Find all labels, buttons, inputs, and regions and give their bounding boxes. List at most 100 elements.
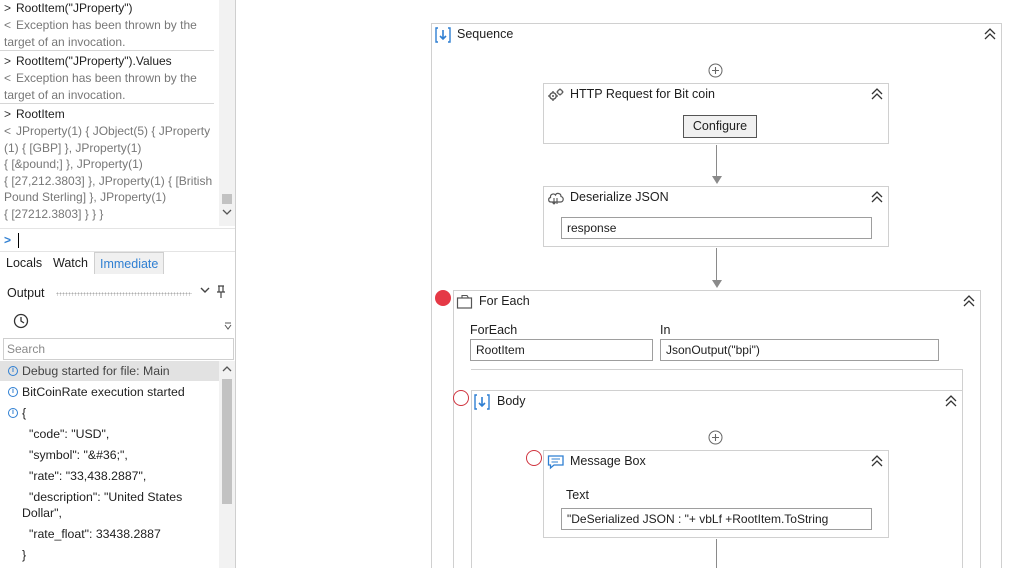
info-icon: i [8,408,18,418]
json-line: { [22,406,27,420]
scrollbar-thumb[interactable] [222,194,232,204]
for-each-icon [456,294,473,310]
collapse-icon[interactable] [871,87,883,101]
foreach-item-field[interactable]: RootItem [470,339,653,361]
collapse-icon[interactable] [945,394,957,408]
pin-icon[interactable] [216,285,226,302]
arrow-down-icon [712,280,722,288]
gears-icon [547,87,564,103]
activity-header[interactable]: Message Box [544,451,888,473]
scroll-down-icon[interactable] [219,208,235,218]
sequence-icon [435,27,451,43]
activity-title: HTTP Request for Bit coin [570,87,715,101]
activity-header[interactable]: Deserialize JSON [544,187,888,209]
activity-title: Body [497,394,526,408]
clock-icon[interactable] [13,313,29,329]
output-header: Output [0,282,235,304]
message-icon [547,454,564,470]
immediate-scrollbar[interactable] [219,0,235,226]
collapse-icon[interactable] [871,190,883,204]
result-line: target of an invocation. [4,87,126,102]
json-line: "description": "United States [29,490,183,504]
http-request-activity[interactable]: HTTP Request for Bit coin Configure [543,83,889,144]
expand-icon[interactable]: > [4,107,12,121]
message-text-field[interactable]: "DeSerialized JSON : "+ vbLf +RootItem.T… [561,508,872,530]
json-line: "symbol": "&#36;", [29,448,128,462]
json-icon [547,190,564,206]
drag-grip[interactable] [56,292,192,296]
result-line: JProperty(1) { JObject(5) { JProperty [16,124,211,138]
collapse-icon[interactable] [871,454,883,468]
result-line: { [27212.3803] } } } [4,206,104,221]
add-activity-icon[interactable] [708,430,723,445]
list-item[interactable]: i BitCoinRate execution started [0,382,219,402]
collapse-icon[interactable] [984,27,996,41]
collapse-icon[interactable] [963,294,975,308]
output-scrollbar[interactable] [219,361,235,568]
arrow-down-icon [712,176,722,184]
activity-header[interactable]: HTTP Request for Bit coin [544,84,888,106]
json-line: "code": "USD", [29,427,110,441]
debug-panel: >RootItem("JProperty") <Exception has be… [0,0,236,568]
immediate-entry: >RootItem("JProperty") < Exception has be… [0,0,214,52]
activity-header[interactable]: Sequence [432,24,1001,46]
breakpoint-icon[interactable] [453,390,469,406]
tab-immediate[interactable]: Immediate [94,252,165,274]
activity-title: Message Box [570,454,646,468]
add-activity-icon[interactable] [708,63,723,78]
debug-tabs: Locals Watch Immediate [0,252,235,274]
breakpoint-icon[interactable] [526,450,542,466]
expand-icon[interactable]: > [4,54,12,68]
workflow-designer: Sequence HTTP Request for Bit coin Confi… [237,0,1024,568]
result-line: (1) { [GBP] }, JProperty(1) [4,140,142,155]
tab-watch[interactable]: Watch [53,256,88,270]
immediate-result: < JProperty(1) { JObject(5) { JProperty (… [0,123,214,223]
result-icon: < [4,18,12,32]
scrollbar-thumb[interactable] [222,379,232,504]
immediate-input[interactable]: > [0,228,235,252]
activity-title: For Each [479,294,530,308]
immediate-entry: >RootItem < JProperty(1) { JObject(5) { J… [0,106,214,223]
activity-header[interactable]: For Each [454,291,980,313]
activity-header[interactable]: Body [472,391,962,413]
info-icon: i [8,366,18,376]
immediate-result: <Exception has been thrown by the target… [0,70,214,103]
chevron-down-icon[interactable] [200,286,210,297]
immediate-expression[interactable]: >RootItem("JProperty").Values [0,53,214,70]
chevron-down-icon[interactable] [224,322,232,332]
output-title: Output [7,286,45,300]
in-collection-field[interactable]: JsonOutput("bpi") [660,339,939,361]
result-line: Exception has been thrown by the [16,18,197,32]
message-box-activity[interactable]: Message Box Text "DeSerialized JSON : "+… [543,450,889,538]
tab-locals[interactable]: Locals [6,256,43,270]
output-list: i Debug started for file: Main i BitCoin… [0,361,235,568]
json-line: } [22,548,27,562]
result-line: { [27,212.3803] }, JProperty(1) { [Briti… [4,173,213,188]
list-item[interactable]: i { "code": "USD", "symbol": "&#36;", "r… [0,403,219,568]
scroll-up-icon[interactable] [219,365,235,375]
body-container-top [471,369,963,370]
immediate-result: <Exception has been thrown by the target… [0,17,214,50]
result-icon: < [4,124,12,138]
expand-icon[interactable]: > [4,1,12,15]
configure-button[interactable]: Configure [683,115,757,138]
connector-line [716,145,717,176]
json-string-field[interactable]: response [561,217,872,239]
immediate-expression[interactable]: >RootItem("JProperty") [0,0,214,17]
prompt-icon: > [4,233,12,247]
foreach-label: ForEach [470,323,518,337]
json-line: "rate": "33,438.2887", [29,469,147,483]
output-search-input[interactable]: Search [3,338,234,360]
body-container-edge [962,369,963,391]
connector-line [716,539,717,568]
result-line: Pound Sterling] }, JProperty(1) [4,190,167,205]
list-item[interactable]: i Debug started for file: Main [0,361,219,381]
in-label: In [660,323,671,337]
connector-line [716,248,717,280]
activity-title: Deserialize JSON [570,190,669,204]
output-text: BitCoinRate execution started [22,385,185,399]
deserialize-json-activity[interactable]: Deserialize JSON response [543,186,889,247]
breakpoint-icon[interactable] [435,290,451,306]
immediate-expression[interactable]: >RootItem [0,106,214,123]
result-line: Exception has been thrown by the [16,71,197,85]
